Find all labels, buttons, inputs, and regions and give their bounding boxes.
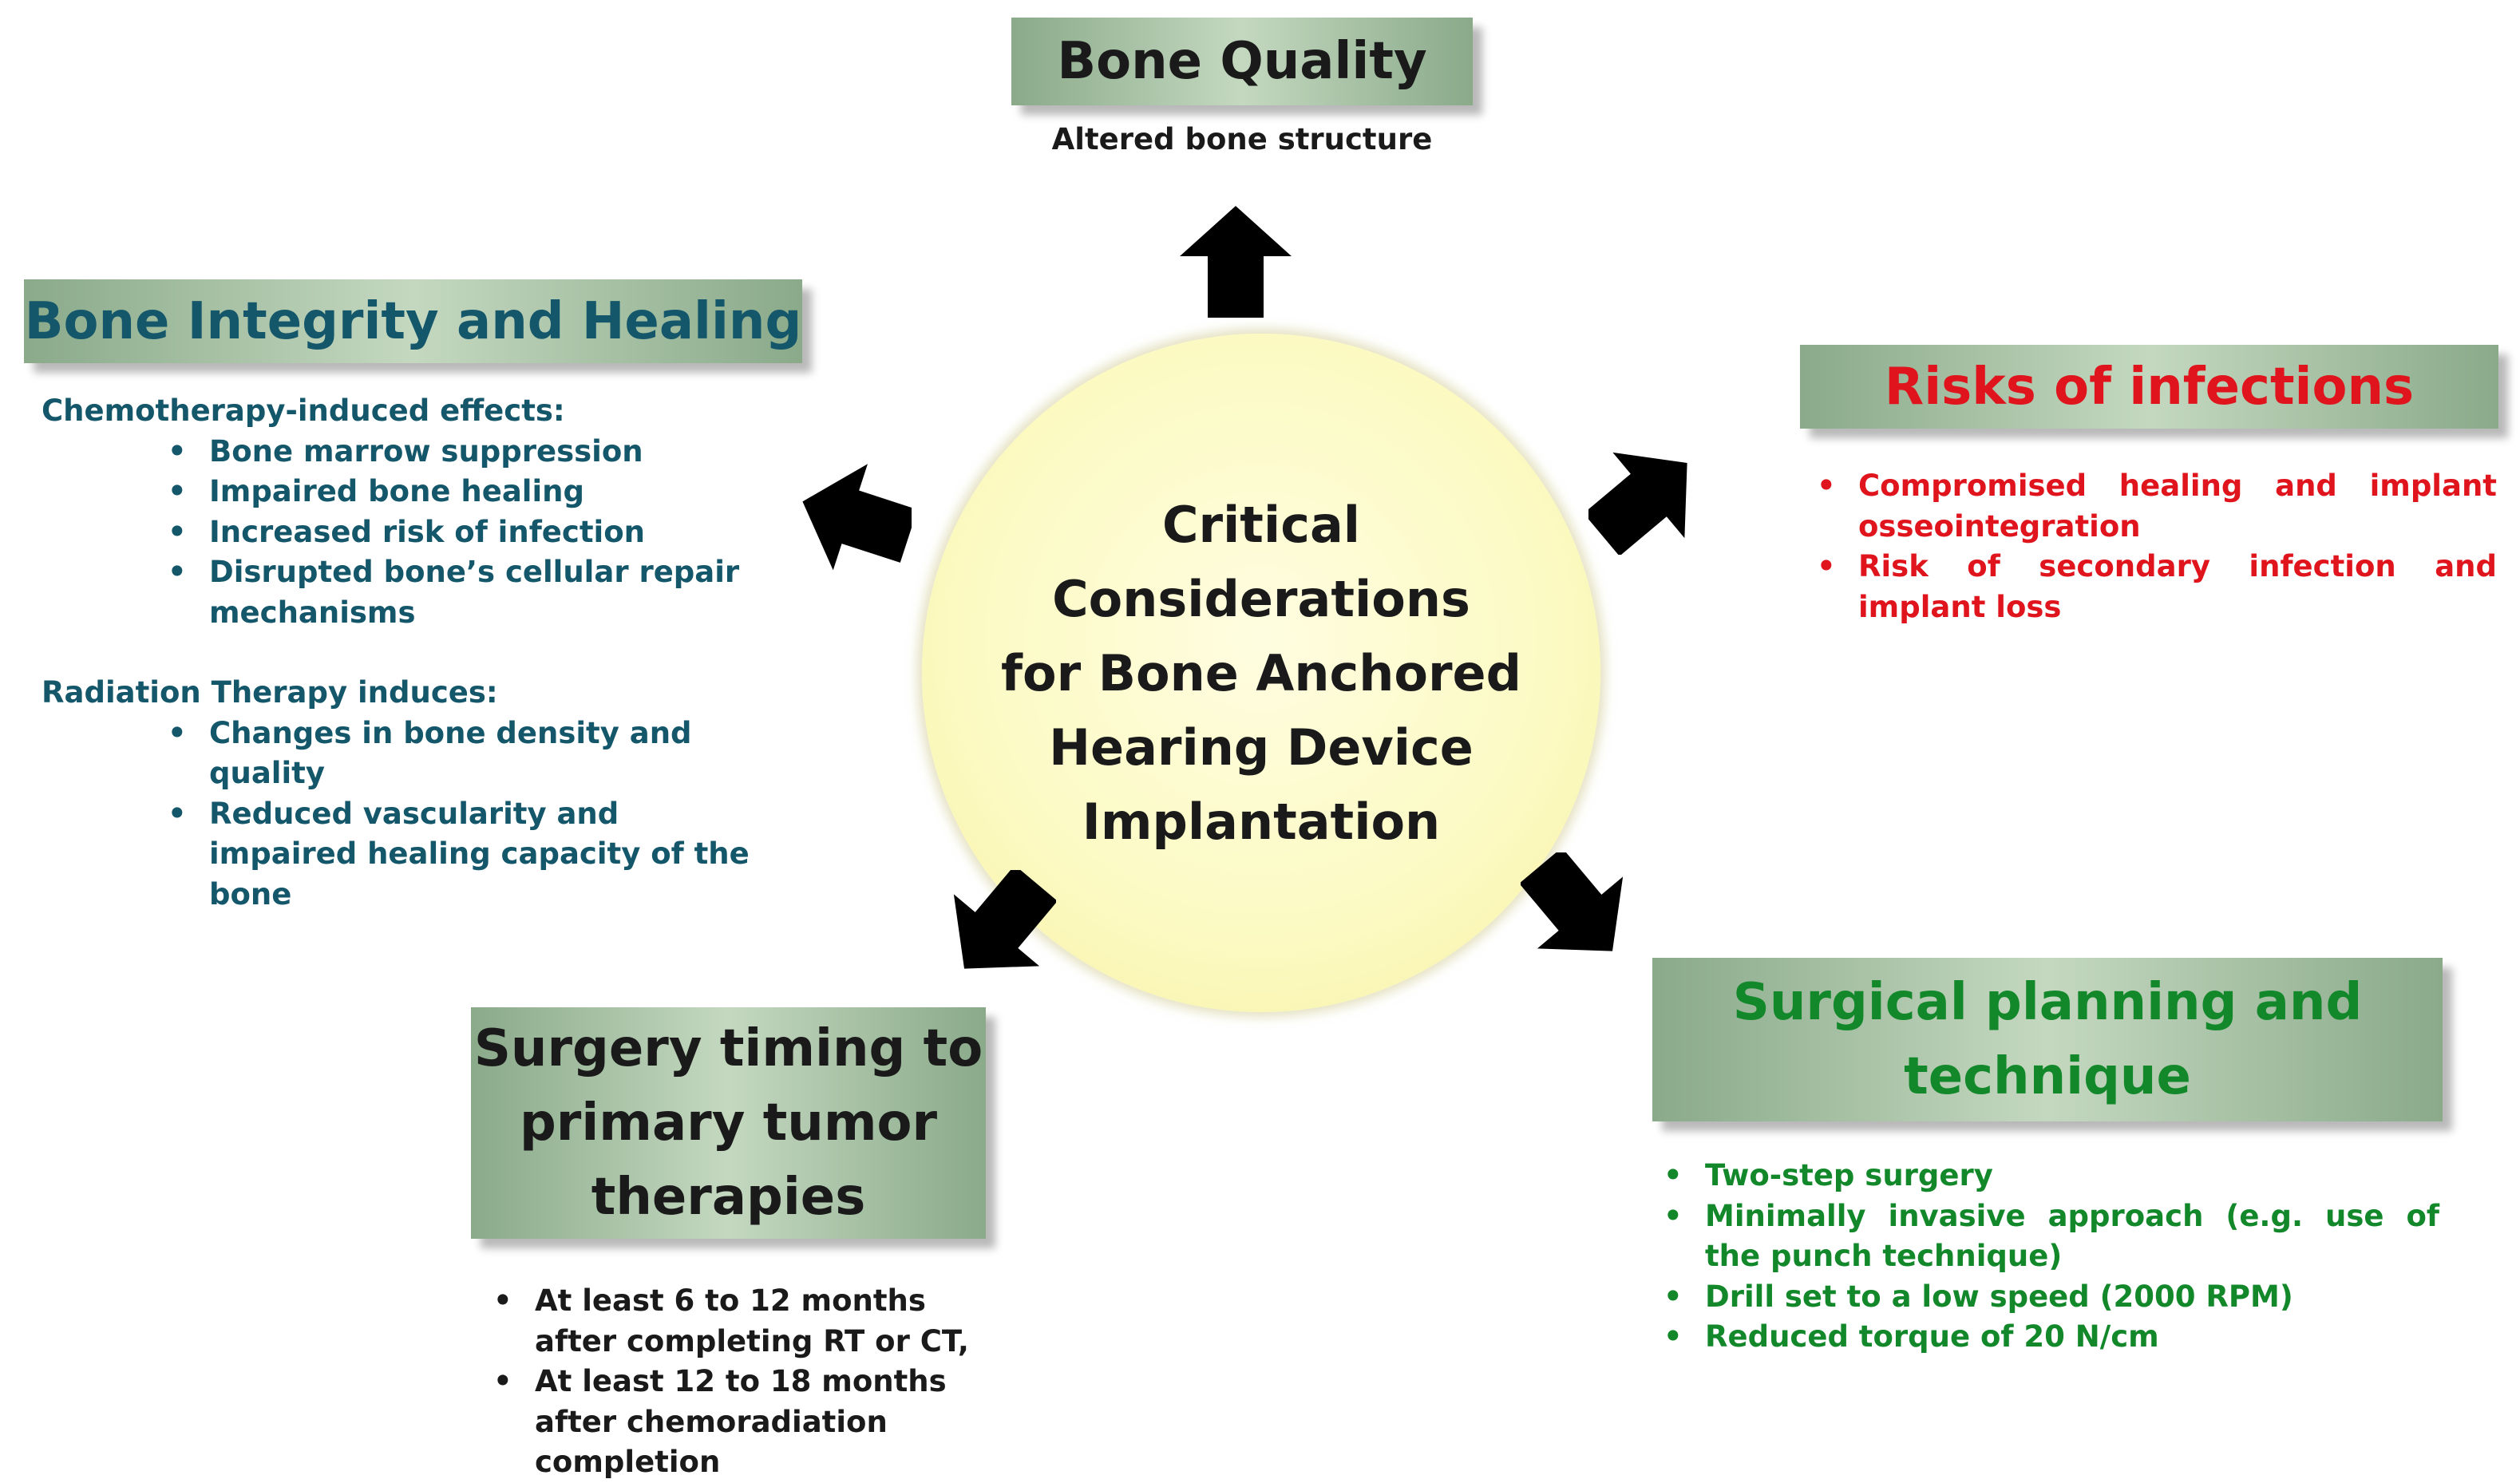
radiation-list: Changes in bone density and quality Redu… — [168, 714, 800, 916]
title-line: primary tumor — [519, 1093, 938, 1153]
center-title-line: for Bone Anchored — [1001, 643, 1521, 702]
surgical-planning-list: Two-step surgery Minimally invasive appr… — [1664, 1156, 2439, 1358]
title-line: technique — [1904, 1046, 2191, 1106]
list-item: Increased risk of infection — [168, 512, 800, 553]
list-item: Impaired bone healing — [168, 472, 800, 512]
list-item: Reduced vascularity and impaired healing… — [168, 794, 752, 916]
surgery-timing-box: Surgery timing to primary tumor therapie… — [471, 1007, 986, 1239]
surgical-planning-content: Two-step surgery Minimally invasive appr… — [1664, 1156, 2439, 1358]
surgical-planning-title: Surgical planning and technique — [1733, 966, 2363, 1114]
list-item: Reduced torque of 20 N/cm — [1664, 1317, 2439, 1358]
surgery-timing-list: At least 6 to 12 months after completing… — [493, 1281, 998, 1483]
list-item: Risk of secondary infection and implant … — [1817, 547, 2497, 627]
bone-integrity-box: Bone Integrity and Healing — [24, 279, 802, 363]
chemo-list: Bone marrow suppression Impaired bone he… — [168, 432, 800, 634]
list-item: Compromised healing and implant osseoint… — [1817, 466, 2497, 547]
center-title-line: Hearing Device — [1049, 718, 1474, 777]
bone-quality-subtitle: Altered bone structure — [1051, 122, 1433, 156]
surgery-timing-title: Surgery timing to primary tumor therapie… — [474, 1012, 983, 1235]
chemo-heading: Chemotherapy-induced effects: — [42, 393, 565, 428]
title-line: therapies — [591, 1167, 866, 1227]
arrow-upper-right-icon — [1588, 452, 1687, 555]
radiation-heading: Radiation Therapy induces: — [42, 675, 498, 710]
list-item: Bone marrow suppression — [168, 432, 800, 473]
center-title: Critical Considerations for Bone Anchore… — [974, 488, 1549, 859]
surgery-timing-content: At least 6 to 12 months after completing… — [493, 1281, 998, 1483]
bone-quality-title: Bone Quality — [1057, 32, 1427, 91]
bone-integrity-content: Chemotherapy-induced effects: Bone marro… — [42, 391, 808, 915]
list-item: Drill set to a low speed (2000 RPM) — [1664, 1277, 2439, 1318]
infections-list: Compromised healing and implant osseoint… — [1817, 466, 2497, 627]
surgical-planning-box: Surgical planning and technique — [1652, 958, 2443, 1121]
center-title-line: Critical Considerations — [1052, 495, 1470, 628]
arrow-lower-right-icon — [1521, 852, 1624, 951]
arrow-upper-left-icon — [802, 464, 912, 571]
title-line: Surgical planning and — [1732, 972, 2363, 1032]
list-item: Disrupted bone’s cellular repair mechani… — [168, 552, 752, 633]
arrow-lower-left-icon — [953, 870, 1056, 969]
list-item: Two-step surgery — [1664, 1156, 2439, 1196]
list-item: At least 6 to 12 months after completing… — [493, 1281, 998, 1362]
list-item: Minimally invasive approach (e.g. use of… — [1664, 1196, 2439, 1277]
title-line: Surgery timing to — [473, 1018, 983, 1078]
infections-box: Risks of infections — [1800, 345, 2498, 429]
infections-title: Risks of infections — [1884, 357, 2415, 417]
list-item: Changes in bone density and quality — [168, 714, 800, 794]
list-item: At least 12 to 18 months after chemoradi… — [493, 1362, 998, 1483]
bone-quality-box: Bone Quality — [1011, 18, 1473, 105]
infections-content: Compromised healing and implant osseoint… — [1817, 466, 2497, 627]
center-title-line: Implantation — [1082, 792, 1441, 851]
bone-integrity-title: Bone Integrity and Healing — [24, 291, 802, 351]
arrow-up-icon — [1180, 206, 1292, 318]
